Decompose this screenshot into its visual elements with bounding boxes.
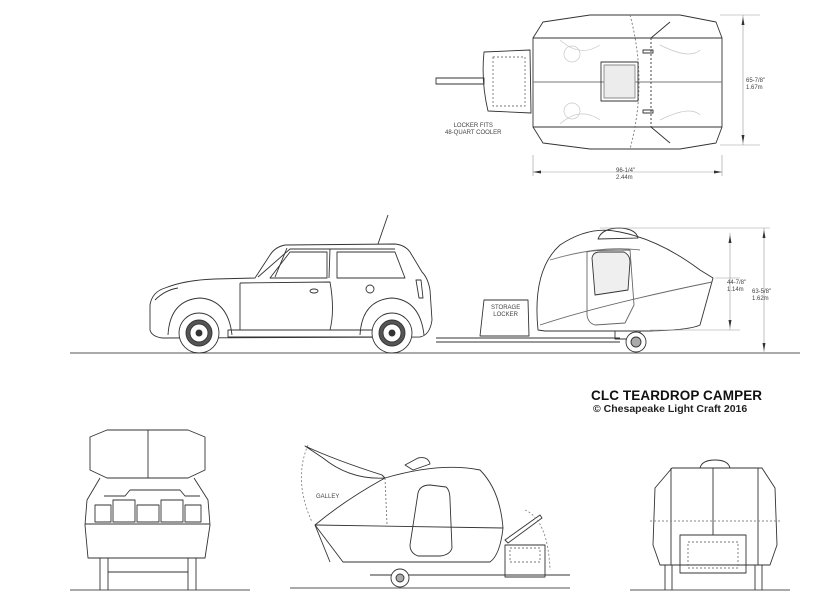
total-height-metric: 1.62m (752, 295, 769, 302)
locker-note-line1: LOCKER FITS (453, 123, 493, 129)
open-side-view (290, 444, 570, 589)
rear-view-galley-open (70, 429, 250, 591)
storage-locker-line2: LOCKER (493, 311, 518, 318)
length-imperial: 96-1/4" (616, 168, 636, 174)
storage-locker-line1: STORAGE (491, 305, 521, 311)
drawing-title: CLC TEARDROP CAMPER (591, 388, 763, 403)
total-height-dimension: 63-5/8" 1.62m (752, 289, 771, 303)
body-height-imperial: 44-7/8" (727, 280, 747, 286)
total-height-imperial: 63-5/8" (752, 289, 772, 295)
body-height-metric: 1.14m (727, 286, 744, 293)
top-view-plan (435, 14, 760, 176)
front-view (630, 459, 790, 591)
width-metric: 1.67m (746, 84, 763, 91)
copyright-credit: © Chesapeake Light Craft 2016 (593, 403, 748, 415)
car-side-view (70, 214, 800, 354)
storage-locker-label: STORAGE LOCKER (491, 305, 520, 319)
width-imperial: 65-7/8" (746, 78, 766, 84)
galley-label: GALLEY (316, 494, 340, 500)
locker-note-line2: 48-QUART COOLER (445, 129, 502, 136)
trailer-side-view (436, 227, 770, 353)
length-dimension: 96-1/4" 2.44m (616, 168, 635, 182)
locker-note: LOCKER FITS 48-QUART COOLER (445, 123, 501, 137)
body-height-dimension: 44-7/8" 1.14m (727, 280, 746, 294)
length-metric: 2.44m (616, 174, 633, 181)
width-dimension: 65-7/8" 1.67m (746, 78, 765, 92)
